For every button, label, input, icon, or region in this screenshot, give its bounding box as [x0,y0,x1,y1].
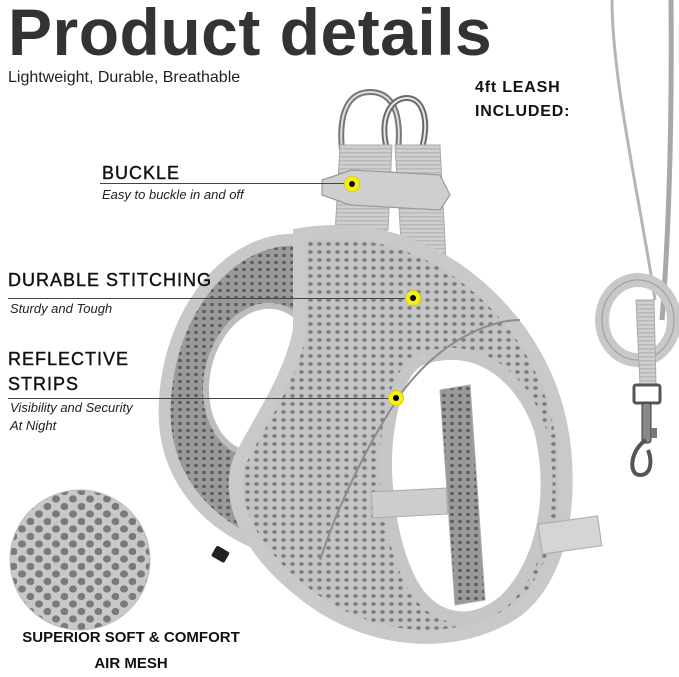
mesh-swatch [9,489,151,631]
stitching-pin-icon [406,291,420,305]
buckle-leader-line [100,183,350,184]
reflective-leader-line [8,398,398,399]
feature-reflective-title-line1: REFLECTIVE [8,349,130,369]
feature-buckle-title: BUCKLE [102,163,181,183]
mesh-caption-line1: SUPERIOR SOFT & COMFORT [22,629,240,646]
leash-label: 4ft LEASH INCLUDED: [475,76,570,124]
subtitle: Lightweight, Durable, Breathable [8,69,241,86]
feature-reflective-desc-line1: Visibility and Security [10,400,133,415]
page-title: Product details [8,0,493,69]
harness-body [158,225,603,644]
feature-reflective-desc-line2: At Night [10,418,57,433]
reflective-pin-icon [389,391,403,405]
leash-label-line1: 4ft LEASH [475,79,561,96]
feature-buckle-desc: Easy to buckle in and off [102,187,244,202]
mesh-caption: SUPERIOR SOFT & COMFORT AIR MESH [0,625,262,677]
buckle-pin-icon [345,177,359,191]
feature-stitching-title: DURABLE STITCHING [8,270,213,290]
d-ring-icon [338,88,429,151]
feature-stitching-desc: Sturdy and Tough [10,301,113,316]
leash-icon [595,0,679,478]
leash-label-line2: INCLUDED: [475,103,571,120]
mesh-caption-line2: AIR MESH [94,655,168,672]
feature-reflective-title-line2: STRIPS [8,374,80,394]
stitching-leader-line [8,298,413,299]
